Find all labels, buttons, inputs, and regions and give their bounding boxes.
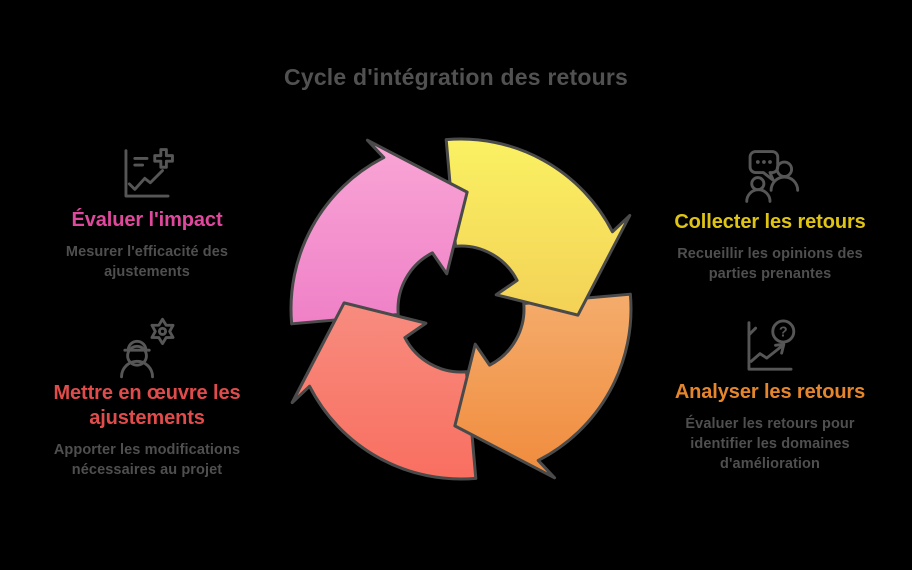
worker-gear-icon — [120, 317, 175, 379]
step-description: Évaluer les retours pour identifier les … — [685, 416, 855, 472]
people-chat-icon — [745, 150, 800, 203]
step-title: Collecter les retours — [674, 211, 866, 233]
svg-text:?: ? — [779, 324, 788, 340]
step-title: Mettre en œuvre les ajustements — [53, 382, 241, 429]
step-implement-adjustments: Mettre en œuvre les ajustements Apporter… — [22, 317, 272, 480]
chart-question-icon: ? — [747, 319, 796, 371]
step-description: Mesurer l'efficacité des ajustements — [65, 244, 229, 280]
page-title: Cycle d'intégration des retours — [284, 64, 628, 91]
step-title: Analyser les retours — [674, 381, 866, 403]
step-description: Recueillir les opinions des parties pren… — [677, 246, 863, 282]
step-description: Apporter les modifications nécessaires a… — [53, 442, 241, 478]
step-title: Évaluer l'impact — [71, 209, 223, 231]
step-analyze-feedback: ? Analyser les retours Évaluer les retou… — [645, 316, 895, 474]
step-evaluate-impact: Évaluer l'impact Mesurer l'efficacité de… — [22, 144, 272, 282]
step-collect-feedback: Collecter les retours Recueillir les opi… — [645, 146, 895, 284]
chart-plus-icon — [124, 148, 174, 198]
cycle-diagram — [274, 122, 648, 496]
